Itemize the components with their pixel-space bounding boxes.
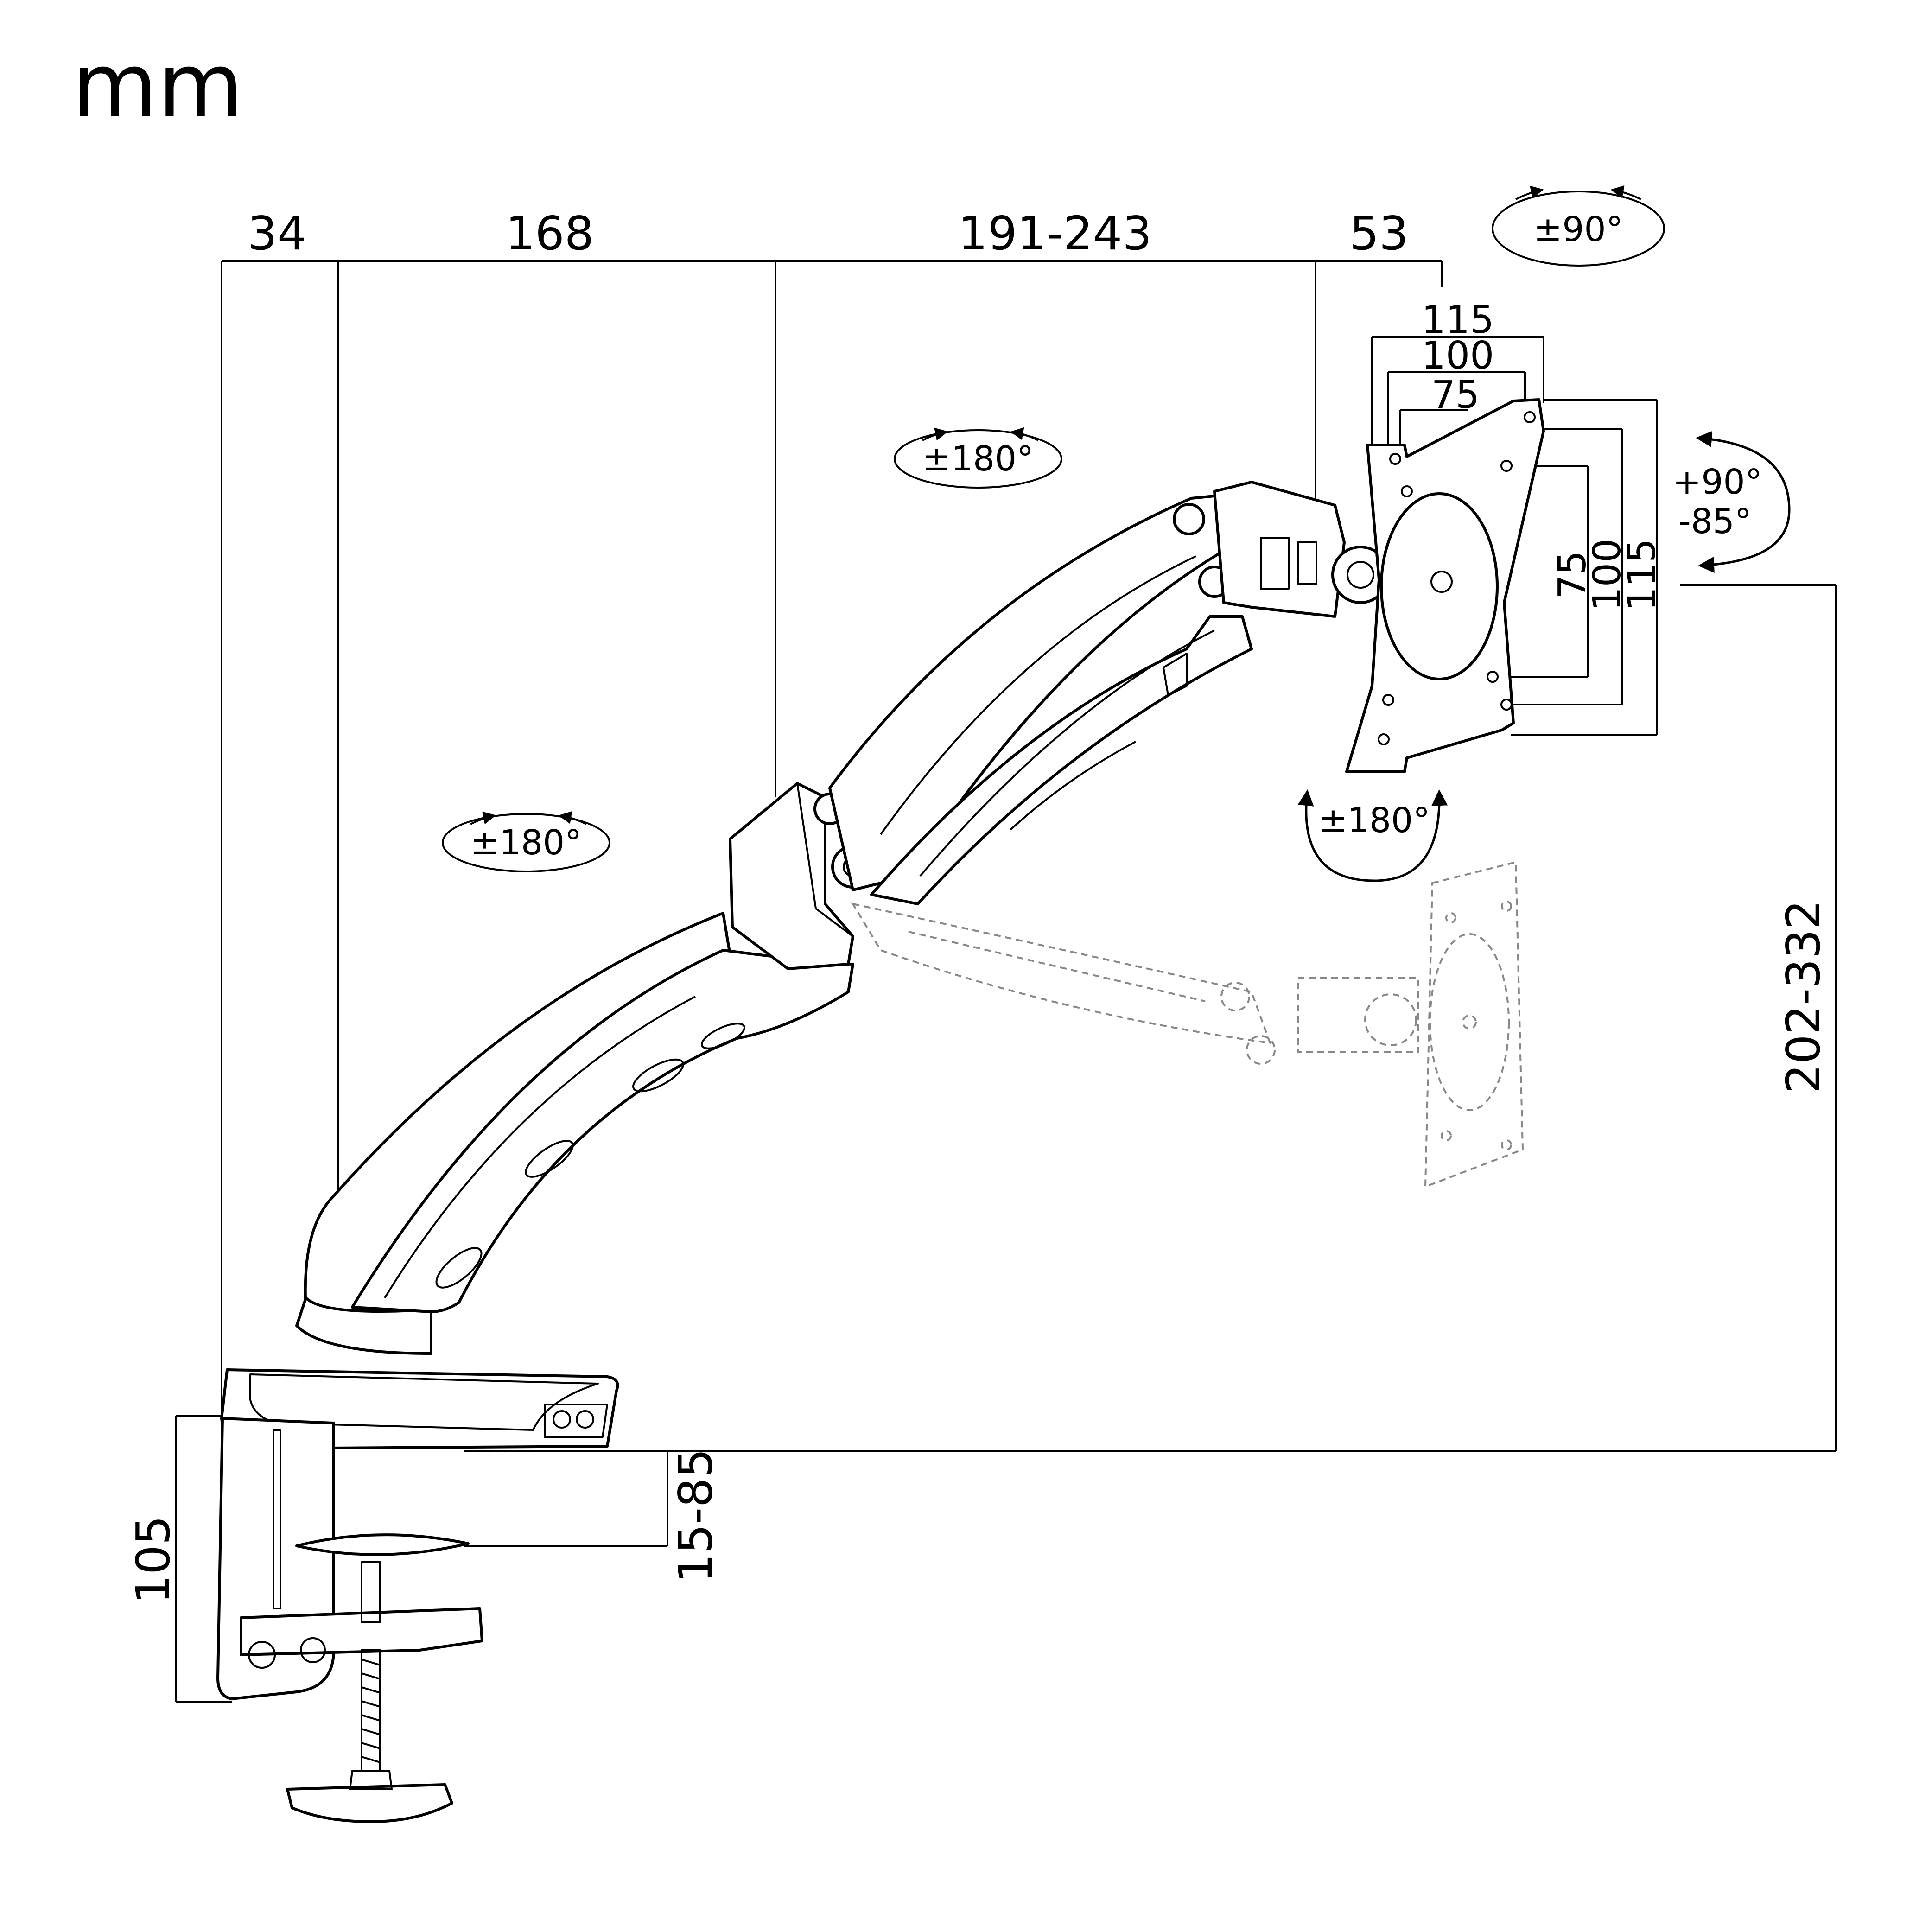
ghost-arm-position [851,861,1524,1188]
dimension-34: 34 [248,206,306,261]
lower-arm-rotation-label: ±180° [470,823,582,863]
vesa-100-horizontal: 100 [1422,334,1494,378]
desk-thickness-dimension [464,1451,668,1547]
tilt-down-label: -85° [1678,502,1752,541]
upper-arm [828,495,1253,905]
upper-arm-rotation-indicator [894,427,1062,489]
vesa-100-vertical: 100 [1585,539,1629,611]
vesa-75-vertical: 75 [1551,551,1595,599]
dimension-53: 53 [1349,206,1408,261]
screen-swivel-indicator [1492,185,1665,267]
lower-arm [295,912,854,1355]
vesa-horizontal-dimensions [1371,336,1544,445]
height-dimension-lines [464,584,1837,1452]
clamp-height-label: 105 [126,1516,180,1604]
dimension-168: 168 [506,206,594,261]
vesa-115-horizontal: 115 [1422,298,1494,342]
clamp-height-dimension [175,1415,232,1703]
vesa-plate [1345,398,1545,773]
tilt-indicator [1696,431,1791,573]
screen-rotation-indicator [1297,789,1448,882]
vesa-vertical-dimensions [1493,399,1658,736]
desk-thickness-label: 15-85 [668,1449,723,1583]
clamp-body [216,1417,483,1700]
dimension-191-243: 191-243 [958,206,1152,261]
clamp-screw [286,1533,470,1823]
screen-rotation-label: ±180° [1319,801,1430,840]
top-dimension-lines [221,260,1443,1451]
tilt-head [1213,481,1390,618]
screen-swivel-label: ±90° [1533,210,1623,249]
vesa-75-horizontal: 75 [1431,373,1480,417]
height-range-label: 202-332 [1776,900,1830,1093]
lower-arm-rotation-indicator [442,811,610,872]
unit-label: mm [72,34,244,137]
tilt-up-label: +90° [1672,462,1762,502]
upper-arm-rotation-label: ±180° [922,439,1034,479]
vesa-115-vertical: 115 [1620,539,1664,611]
